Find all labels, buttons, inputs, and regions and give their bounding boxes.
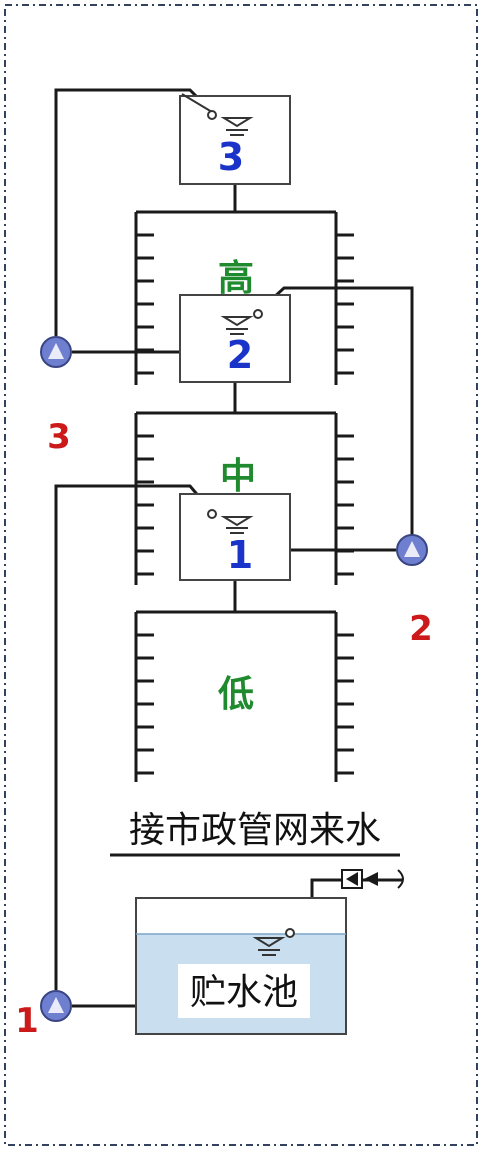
tank-3-number: 3: [218, 135, 244, 179]
pump-1-icon: [40, 990, 72, 1022]
reservoir-label: 贮水池: [190, 972, 298, 1013]
zone-tank-2: 2: [179, 294, 291, 383]
water-level-icon: [252, 937, 286, 956]
tank-2-number: 2: [227, 333, 253, 377]
supply-label: 接市政管网来水: [129, 810, 381, 851]
roof-tank-3: 3: [179, 93, 291, 185]
water-level-icon: [220, 117, 254, 136]
reservoir: 贮水池: [135, 897, 347, 1035]
tank-1-number: 1: [227, 533, 253, 577]
pump-3-icon: [40, 336, 72, 368]
pump-1-number: 1: [15, 1001, 39, 1041]
pump-2-number: 2: [409, 609, 433, 649]
zone-tank-1: 1: [179, 493, 291, 581]
pump-2-icon: [396, 534, 428, 566]
zone-label-high: 高: [218, 258, 254, 299]
zone-label-mid: 中: [220, 456, 256, 497]
check-valve-icon: [341, 869, 404, 889]
pump-3-number: 3: [47, 417, 71, 457]
water-level-icon: [220, 316, 254, 335]
water-level-icon: [220, 516, 254, 534]
zone-label-low: 低: [218, 674, 254, 715]
diagram-frame: [4, 4, 478, 1146]
